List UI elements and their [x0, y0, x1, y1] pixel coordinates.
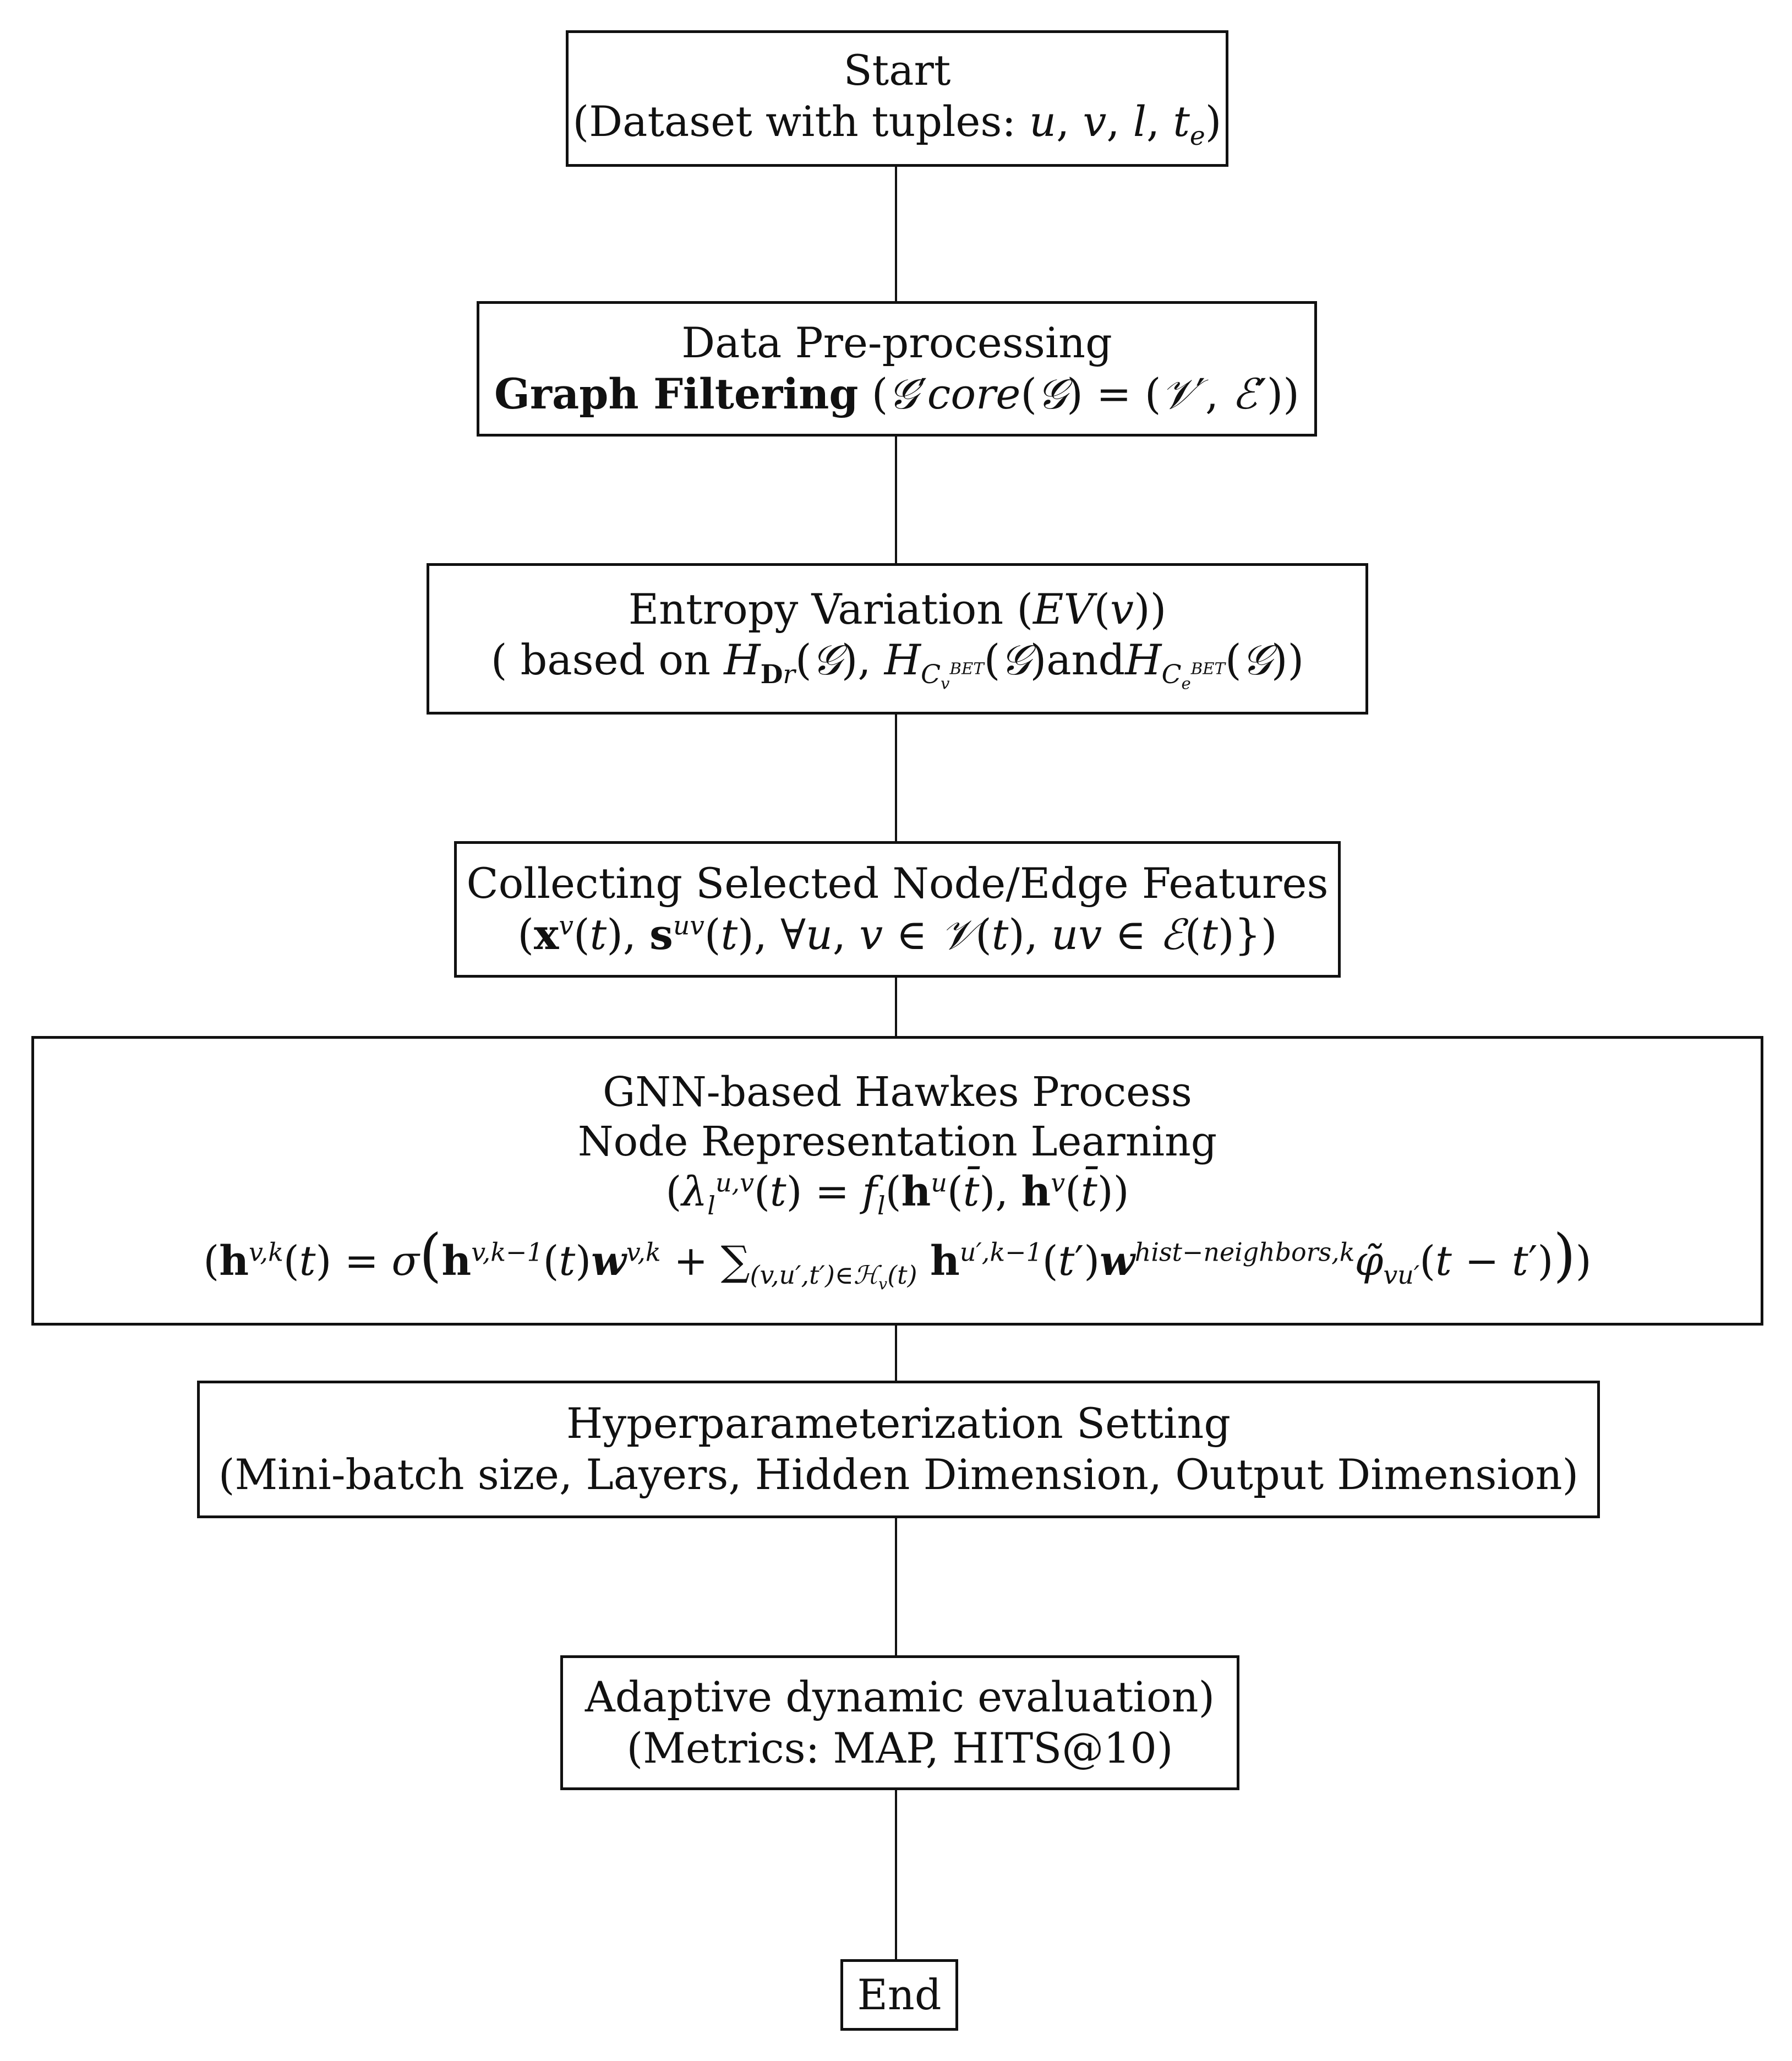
node-eval-title: Adaptive dynamic evaluation) [584, 1672, 1215, 1721]
node-hyper-params: (Mini-batch size, Layers, Hidden Dimensi… [218, 1450, 1579, 1499]
node-entropy-title: Entropy Variation (EV(v)) [628, 584, 1167, 634]
node-entropy: Entropy Variation (EV(v)) ( based on HDr… [427, 563, 1368, 715]
node-gnn-update: (hv,k(t) = σ(hv,k−1(t)wv,k + ∑(v,u′,t′)∈… [203, 1223, 1592, 1294]
node-end-label: End [857, 1970, 942, 2019]
node-hyper-title: Hyperparameterization Setting [566, 1399, 1231, 1448]
node-features-formula: (xv(t), suv(t), ∀u, v ∈ 𝒱(t), uv ∈ ℰ(t)}… [517, 910, 1277, 959]
node-start-title: Start [843, 45, 951, 95]
node-features: Collecting Selected Node/Edge Features (… [454, 841, 1341, 978]
node-preprocess-title: Data Pre-processing [681, 318, 1112, 368]
node-preprocess-formula: Graph Filtering (𝒢′core(𝒢) = (𝒱′, ℰ′)) [494, 369, 1299, 418]
node-preprocess: Data Pre-processing Graph Filtering (𝒢′c… [477, 301, 1317, 437]
node-features-title: Collecting Selected Node/Edge Features [466, 859, 1329, 908]
node-gnn-intensity: (λlu,v(t) = fl(hu(t̄), hv(t̄)) [665, 1167, 1129, 1220]
node-entropy-formula: ( based on HDr(𝒢), HCvBET(𝒢)andHCeBET(𝒢)… [490, 635, 1304, 693]
node-end: End [840, 1959, 958, 2031]
node-start-desc: (Dataset with tuples: u, v, l, te) [572, 96, 1222, 151]
node-gnn-line2: Node Representation Learning [577, 1118, 1217, 1166]
node-eval-metrics: (Metrics: MAP, HITS@10) [626, 1723, 1173, 1773]
node-hyper: Hyperparameterization Setting (Mini-batc… [197, 1381, 1600, 1518]
node-start: Start (Dataset with tuples: u, v, l, te) [566, 30, 1228, 167]
node-gnn-line1: GNN-based Hawkes Process [603, 1068, 1192, 1116]
node-eval: Adaptive dynamic evaluation) (Metrics: M… [560, 1655, 1239, 1790]
node-gnn: GNN-based Hawkes Process Node Representa… [31, 1036, 1763, 1326]
